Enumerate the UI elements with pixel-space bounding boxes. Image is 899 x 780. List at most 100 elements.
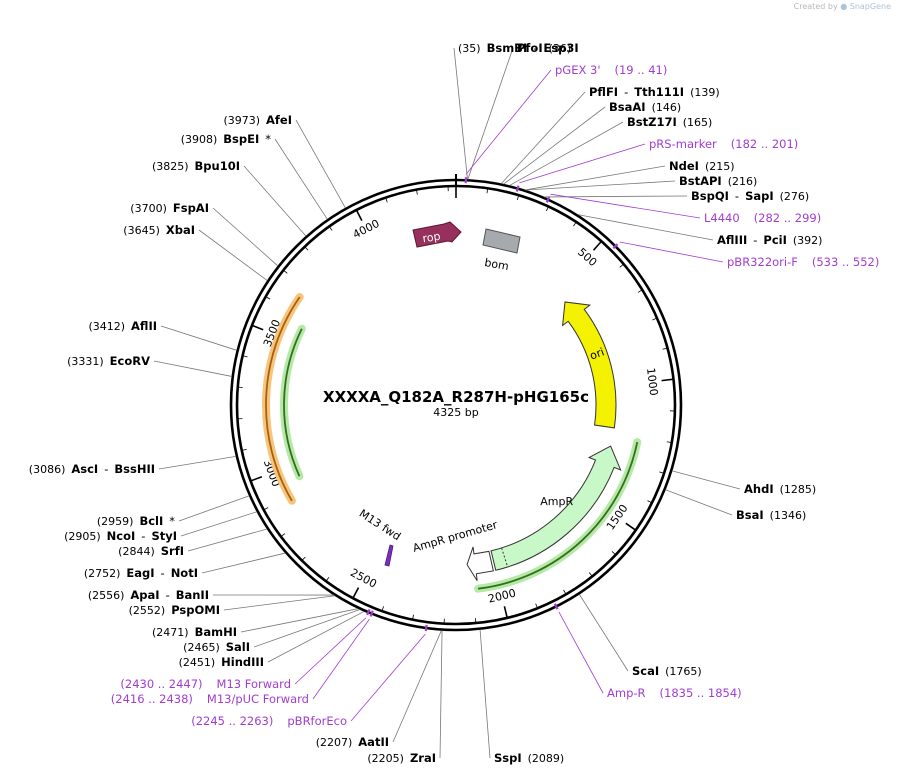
site-label[interactable]: (2471)BamHI [152, 625, 237, 639]
tick-mark [661, 378, 674, 382]
primer-label[interactable]: (2416 .. 2438)M13/pUC Forward [111, 692, 309, 706]
site-label[interactable]: ScaI(1765) [632, 664, 702, 678]
tick-mark [250, 476, 263, 482]
site-label[interactable]: (3331)EcoRV [67, 354, 150, 368]
site-label[interactable]: (3412)AflII [88, 319, 157, 333]
site-label[interactable]: NdeI(215) [669, 159, 735, 173]
label-part: SspI [494, 751, 522, 765]
site-label[interactable]: (2205)ZraI [367, 751, 436, 765]
site-label[interactable]: PflFI-Tth111I(139) [589, 85, 720, 99]
label-part: (1835 .. 1854) [660, 686, 742, 700]
label-part: Amp-R [607, 686, 646, 700]
site-label[interactable]: (2465)SalI [183, 640, 250, 654]
label-part: - [166, 588, 170, 602]
leader-line [243, 165, 307, 237]
leader-line [550, 193, 701, 219]
primer-label[interactable]: Amp-R (1835 .. 1854) [607, 686, 742, 700]
label-part: BssHII [114, 462, 155, 476]
primer-label[interactable]: pGEX 3'(19 .. 41) [555, 63, 667, 77]
primer-label[interactable]: pRS-marker(182 .. 201) [649, 137, 798, 151]
label-part: (2552) [129, 604, 166, 617]
site-label[interactable]: (3086)AscI-BssHII [29, 462, 155, 476]
primer-label[interactable]: pBR322ori-F(533 .. 552) [727, 255, 879, 269]
site-label[interactable]: (2451)HindIII [179, 655, 264, 669]
label-part: pBRforEco [287, 714, 347, 728]
site-label[interactable]: AhdI(1285) [744, 482, 816, 496]
label-part: AhdI [744, 482, 774, 496]
snapgene-logo-icon: ● [840, 2, 848, 11]
ampr-start-dash [501, 547, 509, 568]
rop-label: rop [422, 230, 442, 246]
tick-mark [659, 471, 665, 474]
primer-label[interactable]: (2245 .. 2263)pBRforEco [191, 714, 347, 728]
site-label[interactable]: (3700)FspAI [130, 201, 209, 215]
ampr-promoter-arrow[interactable] [466, 546, 494, 581]
tick-mark [666, 441, 672, 443]
site-label[interactable]: PfoI(36) [517, 41, 571, 55]
site-label[interactable]: BsaAI(146) [609, 100, 681, 114]
site-label[interactable]: (3645)XbaI [123, 223, 195, 237]
site-label[interactable]: SspI(2089) [494, 751, 564, 765]
label-part: AflII [131, 319, 157, 333]
leader-line [212, 207, 279, 267]
site-label[interactable]: (3908)BspEI* [181, 132, 272, 146]
leader-line [267, 611, 365, 663]
label-part: BanII [176, 588, 209, 602]
leader-line [439, 630, 443, 759]
primer-label[interactable]: (2430 .. 2447)M13 Forward [120, 677, 291, 691]
site-label[interactable]: (3973)AfeI [223, 113, 292, 127]
rop-feature[interactable] [412, 221, 462, 248]
label-part: Bpu10I [195, 159, 240, 173]
label-part: pGEX 3' [555, 63, 601, 77]
site-label[interactable]: (2844)SrfI [118, 544, 184, 558]
site-label[interactable]: (3825) Bpu10I [152, 159, 240, 173]
site-label[interactable]: (2552)PspOMI [129, 603, 220, 617]
tick-mark [611, 551, 616, 556]
leader-line [501, 91, 586, 184]
label-part: BstZ17I [627, 115, 677, 129]
site-label[interactable]: AflIII-PciI(392) [717, 233, 822, 247]
site-label[interactable]: (2556)ApaI-BanII [88, 588, 209, 602]
site-label[interactable]: BspQI-SapI(276) [691, 189, 809, 203]
tick-mark [588, 572, 593, 577]
site-label[interactable]: BsaI(1346) [736, 508, 806, 522]
left-green-arrow [283, 328, 303, 477]
tick-mark [545, 206, 549, 212]
leader-line [294, 617, 367, 685]
site-label[interactable]: BstAPI(216) [679, 174, 757, 188]
label-part: StyI [151, 529, 177, 543]
leader-line [665, 489, 733, 516]
label-part: - [533, 41, 537, 55]
label-part: (2752) [84, 567, 121, 580]
label-part: PciI [763, 233, 786, 247]
tick-mark [385, 197, 388, 203]
tick-mark [637, 289, 643, 293]
label-part: (3825) [152, 160, 189, 173]
label-part: (2207) [316, 736, 353, 749]
site-label[interactable]: (2959)BclI* [97, 514, 175, 528]
bom-feature[interactable] [482, 228, 521, 254]
credit-prefix: Created by [793, 2, 838, 11]
m13-fwd-arrow[interactable] [384, 544, 394, 567]
leader-line [201, 552, 286, 574]
site-label[interactable]: (35)BsmBI-Esp3I [458, 41, 579, 55]
site-label[interactable]: BstZ17I(165) [627, 115, 712, 129]
site-label[interactable]: (2207)AatII [316, 735, 389, 749]
label-part: BclI [139, 514, 163, 528]
label-part: (2205) [367, 752, 404, 765]
tick-label: 2500 [348, 566, 379, 591]
tick-mark [647, 500, 653, 504]
label-part: (533 .. 552) [812, 255, 880, 269]
label-part: EagI [126, 566, 154, 580]
ori-feature[interactable] [561, 301, 617, 429]
primer-label[interactable]: L4440(282 .. 299) [704, 211, 821, 225]
tick-mark [563, 589, 567, 595]
site-label[interactable]: (2905)NcoI-StyI [64, 529, 177, 543]
tick-mark [662, 347, 668, 350]
site-label[interactable]: (2752)EagI-NotI [84, 566, 198, 580]
ampr-feature[interactable] [490, 445, 622, 571]
tick-mark [573, 221, 577, 227]
leader-line [509, 121, 624, 186]
label-part: (2905) [64, 530, 101, 543]
label-part: AscI [71, 462, 98, 476]
